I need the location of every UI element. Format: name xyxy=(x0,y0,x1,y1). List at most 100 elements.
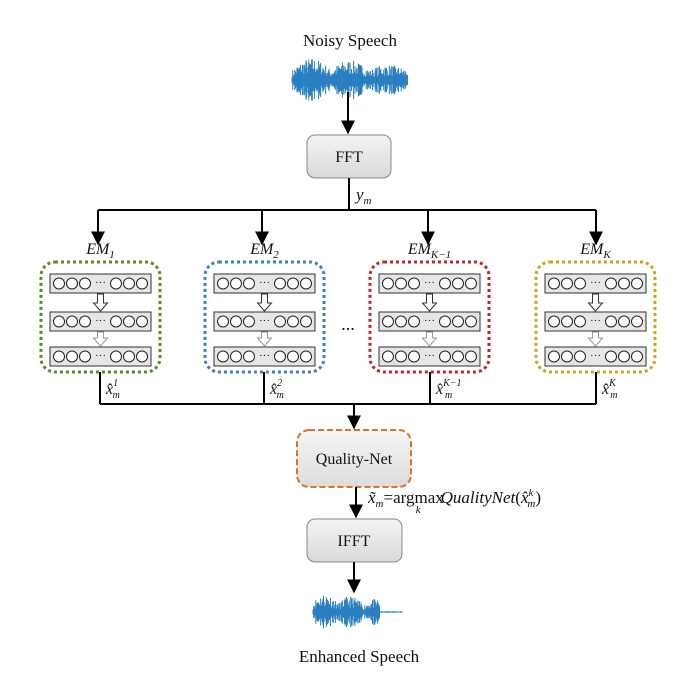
neuron xyxy=(548,277,560,290)
layer-arrow xyxy=(587,293,604,312)
quality-net-block: Quality-Net xyxy=(296,429,412,488)
neuron xyxy=(382,277,394,290)
neuron xyxy=(123,350,135,363)
neuron xyxy=(287,277,299,290)
models-ellipsis: ... xyxy=(341,314,355,334)
neuron xyxy=(217,350,229,363)
neuron xyxy=(274,315,286,328)
neuron xyxy=(66,315,78,328)
neuron xyxy=(395,350,407,363)
neuron xyxy=(217,315,229,328)
em-title: EMK xyxy=(579,241,611,261)
layer-arrow xyxy=(256,293,273,312)
neuron xyxy=(123,277,135,290)
layer-arrow xyxy=(256,331,273,347)
layer: ··· xyxy=(49,273,152,294)
neuron xyxy=(439,277,451,290)
neuron xyxy=(618,277,630,290)
neuron-dots: ··· xyxy=(590,277,601,289)
neuron xyxy=(243,277,255,290)
ifft-label: IFFT xyxy=(338,533,371,550)
layer: ··· xyxy=(378,311,481,332)
layer: ··· xyxy=(213,346,316,367)
neuron xyxy=(548,315,560,328)
neuron xyxy=(574,277,586,290)
neuron xyxy=(465,315,477,328)
neuron xyxy=(605,315,617,328)
neuron xyxy=(53,277,65,290)
neuron xyxy=(382,315,394,328)
neuron xyxy=(631,315,643,328)
neuron xyxy=(136,350,148,363)
neuron-dots: ··· xyxy=(259,315,270,327)
neuron xyxy=(230,315,242,328)
layer: ··· xyxy=(544,346,647,367)
layer: ··· xyxy=(544,273,647,294)
neuron xyxy=(53,315,65,328)
layer: ··· xyxy=(213,311,316,332)
neuron xyxy=(382,350,394,363)
neuron xyxy=(79,350,91,363)
enhanced-waveform xyxy=(312,595,403,629)
layer: ··· xyxy=(378,346,481,367)
neuron xyxy=(605,277,617,290)
neuron xyxy=(561,277,573,290)
layer-arrow xyxy=(92,293,109,312)
neuron-dots: ··· xyxy=(424,350,435,362)
ym-label: ym xyxy=(354,185,372,207)
neuron xyxy=(452,277,464,290)
em-title: EM2 xyxy=(249,241,279,261)
neuron xyxy=(53,350,65,363)
neuron xyxy=(79,315,91,328)
layer: ··· xyxy=(378,273,481,294)
quality-net-border xyxy=(296,429,412,488)
neuron xyxy=(287,350,299,363)
layer: ··· xyxy=(49,346,152,367)
neuron xyxy=(452,350,464,363)
neuron xyxy=(274,277,286,290)
neuron xyxy=(217,277,229,290)
neuron xyxy=(395,277,407,290)
neuron xyxy=(395,315,407,328)
neuron-dots: ··· xyxy=(424,277,435,289)
neuron xyxy=(439,350,451,363)
neuron xyxy=(136,315,148,328)
neuron-dots: ··· xyxy=(590,350,601,362)
neuron xyxy=(574,350,586,363)
neuron xyxy=(300,315,312,328)
layer: ··· xyxy=(213,273,316,294)
neuron xyxy=(561,350,573,363)
neuron xyxy=(243,315,255,328)
ifft-block: IFFT xyxy=(306,518,403,563)
neuron xyxy=(66,350,78,363)
em-title: EM1 xyxy=(85,241,115,261)
neuron xyxy=(110,350,122,363)
noisy-waveform xyxy=(291,59,408,101)
neuron xyxy=(631,277,643,290)
neuron xyxy=(548,350,560,363)
neuron xyxy=(300,277,312,290)
layer-arrow xyxy=(92,331,109,347)
neuron xyxy=(408,350,420,363)
fft-label: FFT xyxy=(335,149,363,166)
neuron xyxy=(230,350,242,363)
neuron xyxy=(465,277,477,290)
neuron xyxy=(79,277,91,290)
neuron-dots: ··· xyxy=(259,277,270,289)
neuron xyxy=(230,277,242,290)
neuron xyxy=(631,350,643,363)
em-title: EMK−1 xyxy=(407,241,451,261)
neuron-dots: ··· xyxy=(590,315,601,327)
neuron xyxy=(408,315,420,328)
neuron xyxy=(452,315,464,328)
